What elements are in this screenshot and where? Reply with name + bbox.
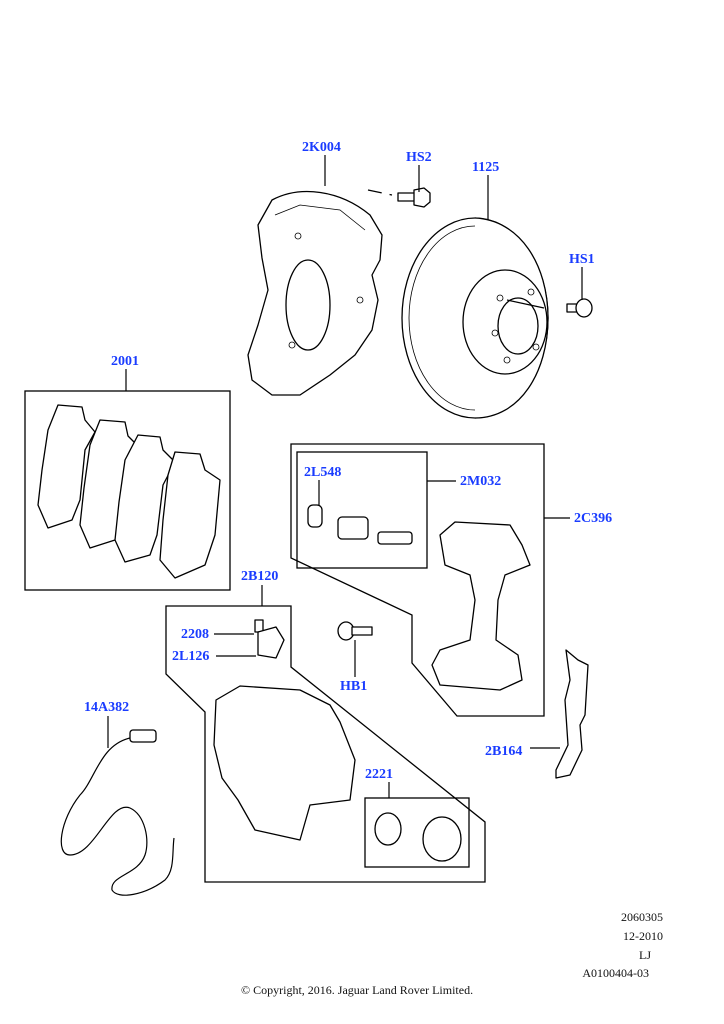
- callout-bolt-hs2[interactable]: HS2: [406, 150, 432, 165]
- callout-bolt-hb1[interactable]: HB1: [340, 679, 368, 694]
- pad-kit-drawing: [24, 390, 231, 591]
- callout-carrier-2c396[interactable]: 2C396: [574, 511, 613, 526]
- brake-disc-drawing: [401, 217, 549, 419]
- caliper-carrier-drawing: [290, 443, 545, 717]
- callout-caliper-2b120[interactable]: 2B120: [241, 569, 279, 584]
- callout-bolt-hs1[interactable]: HS1: [569, 252, 595, 267]
- callout-seal-kit-2221[interactable]: 2221: [365, 767, 393, 782]
- caliper-drawing: [165, 605, 486, 883]
- callout-pad-kit-2001[interactable]: 2001: [111, 354, 139, 369]
- callout-2208[interactable]: 2208: [181, 627, 209, 642]
- seal-kit-drawing: [364, 797, 470, 868]
- diagram-reference: A0100404-03: [582, 966, 649, 980]
- callout-2l548[interactable]: 2L548: [304, 465, 342, 480]
- callout-disc-1125[interactable]: 1125: [472, 160, 500, 175]
- wear-sensor-drawing: [60, 729, 175, 896]
- diagram-initials: LJ: [639, 948, 651, 962]
- clip-drawing: [555, 649, 589, 779]
- callout-2l126[interactable]: 2L126: [172, 649, 210, 664]
- hb1-bolt-drawing: [337, 621, 373, 641]
- hs2-bolt-drawing: [397, 187, 431, 208]
- callout-clip-2b164[interactable]: 2B164: [485, 744, 523, 759]
- dust-shield-drawing: [247, 190, 383, 396]
- callout-sensor-14a382[interactable]: 14A382: [84, 700, 130, 715]
- callout-dust-shield-2k004[interactable]: 2K004: [302, 140, 341, 155]
- callout-2m032[interactable]: 2M032: [460, 474, 502, 489]
- diagram-code: 2060305: [621, 910, 663, 924]
- leader-lines: [107, 155, 583, 798]
- diagram-date: 12-2010: [623, 929, 663, 943]
- copyright-notice: © Copyright, 2016. Jaguar Land Rover Lim…: [241, 983, 474, 997]
- hs1-bolt-drawing: [566, 298, 593, 318]
